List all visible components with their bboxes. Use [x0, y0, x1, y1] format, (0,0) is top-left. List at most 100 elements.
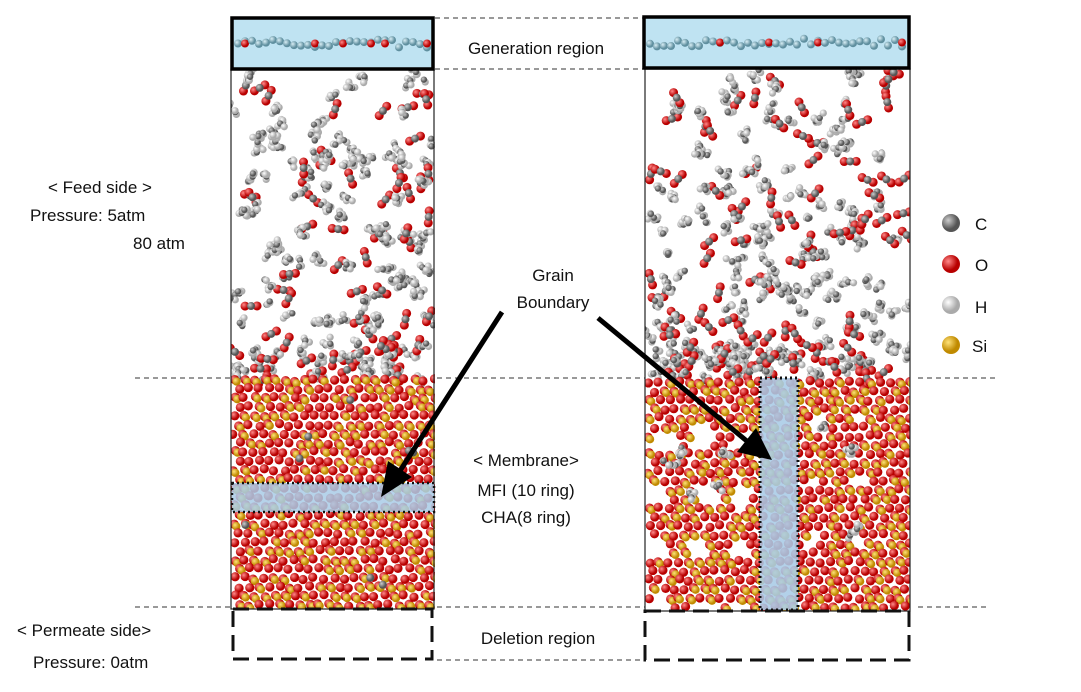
hydrogen-atom: [280, 123, 288, 131]
silicon-atom: [897, 558, 907, 567]
oxygen-atom: [370, 464, 380, 474]
oxygen-atom: [808, 547, 818, 557]
hydrogen-atom: [749, 71, 758, 79]
oxygen-atom: [353, 439, 363, 449]
oxygen-atom: [275, 402, 285, 412]
carbon-atom: [738, 202, 747, 211]
carbon-atom: [811, 189, 820, 198]
hydrogen-atom: [261, 170, 269, 179]
hydrogen-atom: [853, 245, 861, 253]
silicon-atom: [335, 566, 345, 576]
hydrogen-atom: [259, 145, 267, 154]
oxygen-atom: [810, 567, 820, 577]
silicon-atom: [395, 511, 405, 520]
silicon-atom: [417, 602, 426, 609]
silicon-atom: [662, 388, 671, 398]
oxygen-atom: [345, 403, 355, 413]
oxygen-atom: [808, 512, 818, 523]
silicon-atom: [751, 568, 760, 577]
oxygen-atom: [895, 394, 905, 404]
oxygen-atom: [238, 392, 248, 403]
carbon-atom: [877, 216, 886, 225]
carbon-atom: [863, 37, 871, 46]
oxygen-atom: [253, 510, 263, 520]
carbon-atom: [332, 91, 339, 98]
silicon-atom: [747, 506, 757, 515]
silicon-atom: [320, 466, 330, 475]
silicon-atom: [825, 469, 835, 478]
carbon-atom: [816, 114, 823, 122]
silicon-atom: [897, 416, 906, 426]
oxygen-atom: [678, 457, 688, 467]
carbon-atom: [694, 107, 702, 115]
carbon-atom: [667, 114, 676, 123]
silicon-atom: [430, 451, 435, 460]
carbon-atom: [855, 354, 863, 361]
oxygen-atom: [365, 474, 375, 484]
carbon-atom: [651, 297, 659, 304]
hydrogen-atom: [754, 364, 762, 372]
carbon-atom: [248, 36, 256, 45]
carbon-atom: [409, 38, 417, 47]
oxygen-atom: [393, 563, 403, 573]
silicon-atom: [906, 507, 910, 516]
carbon-atom: [846, 157, 855, 166]
oxygen-atom: [418, 376, 428, 386]
oxygen-atom: [259, 464, 269, 474]
oxygen-atom: [653, 377, 663, 387]
carbon-atom: [334, 261, 343, 270]
carbon-atom: [311, 137, 318, 144]
generation-region-label: Generation region: [467, 39, 605, 58]
oxygen-atom: [374, 546, 384, 556]
oxygen-atom: [268, 355, 278, 365]
silicon-atom: [861, 460, 871, 469]
hydrogen-atom: [342, 83, 350, 92]
silicon-atom: [847, 486, 856, 496]
oxygen-atom: [680, 513, 691, 523]
carbon-atom: [660, 41, 668, 50]
silicon-atom: [707, 558, 716, 568]
oxygen-atom: [709, 531, 719, 541]
oxygen-atom: [399, 391, 410, 402]
oxygen-atom: [899, 385, 910, 396]
oxygen-atom: [240, 537, 251, 547]
silicon-atom: [646, 450, 656, 459]
carbon-atom: [269, 35, 277, 44]
silicon-atom: [358, 548, 367, 557]
carbon-atom: [836, 199, 843, 206]
hydrogen-atom: [665, 461, 673, 469]
oxygen-atom: [700, 566, 710, 576]
oxygen-atom: [380, 590, 390, 600]
oxygen-atom: [428, 591, 435, 601]
hydrogen-atom: [266, 241, 274, 249]
silicon-atom: [866, 540, 875, 549]
oxygen-atom: [734, 555, 744, 566]
silicon-atom: [830, 587, 840, 597]
silicon-atom: [686, 560, 695, 569]
region-divider-lines: [135, 17, 995, 661]
oxygen-atom: [844, 520, 854, 530]
oxygen-atom: [278, 556, 288, 566]
oxygen-atom: [399, 409, 409, 420]
silicon-atom: [366, 566, 375, 575]
oxygen-atom: [850, 583, 860, 593]
oxygen-atom: [716, 38, 724, 47]
oxygen-atom: [250, 363, 260, 373]
carbon-atom: [341, 316, 349, 323]
carbon-atom: [366, 573, 375, 582]
oxygen-atom: [235, 402, 245, 413]
silicon-atom: [381, 538, 391, 548]
silicon-atom: [795, 380, 805, 390]
carbon-atom: [870, 191, 879, 200]
carbon-atom: [416, 40, 424, 49]
hydrogen-atom: [645, 215, 652, 223]
silicon-atom: [888, 541, 897, 550]
oxygen-atom: [650, 457, 660, 467]
oxygen-atom: [345, 437, 355, 447]
oxygen-atom: [703, 449, 713, 459]
carbon-atom: [234, 288, 242, 295]
left-generation-region: [230, 16, 435, 71]
carbon-atom: [360, 38, 368, 47]
carbon-atom: [774, 217, 783, 226]
hydrogen-atom: [410, 279, 418, 287]
